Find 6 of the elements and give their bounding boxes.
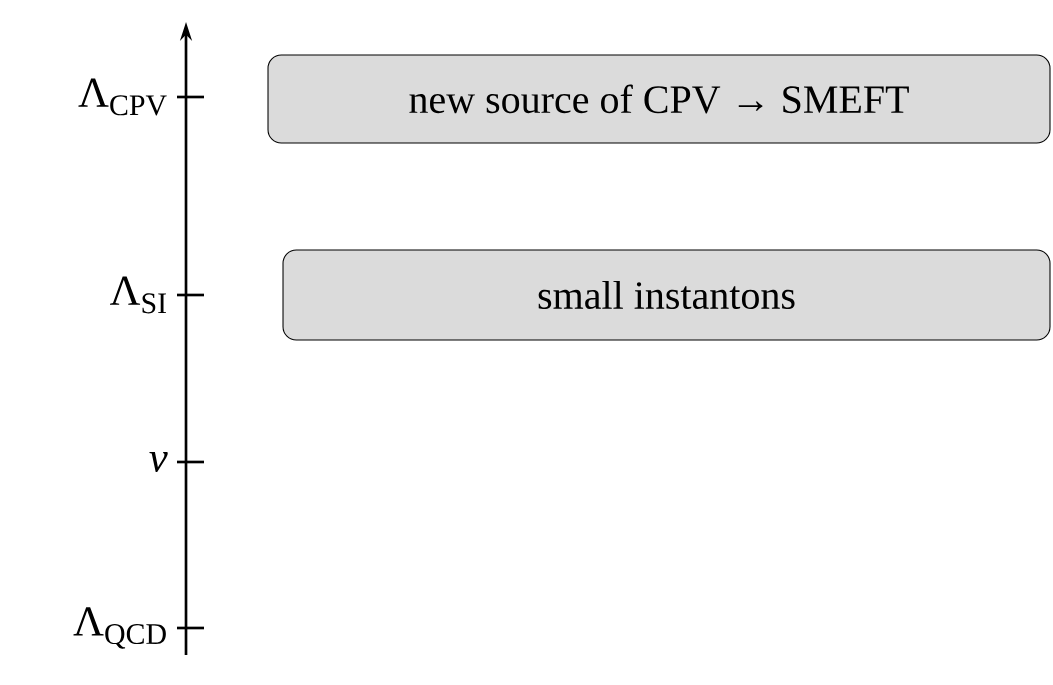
scale-label: Λ$_{CPV}$ <box>78 78 167 116</box>
scale-label: Λ$_{QCD}$ <box>73 607 166 649</box>
scale-box: small instantons <box>282 249 1051 341</box>
scale-label: v <box>149 452 168 472</box>
scale-label: Λ$_{SI}$ <box>110 276 166 314</box>
scale-box: new source of CPV → SMEFT <box>267 54 1051 144</box>
